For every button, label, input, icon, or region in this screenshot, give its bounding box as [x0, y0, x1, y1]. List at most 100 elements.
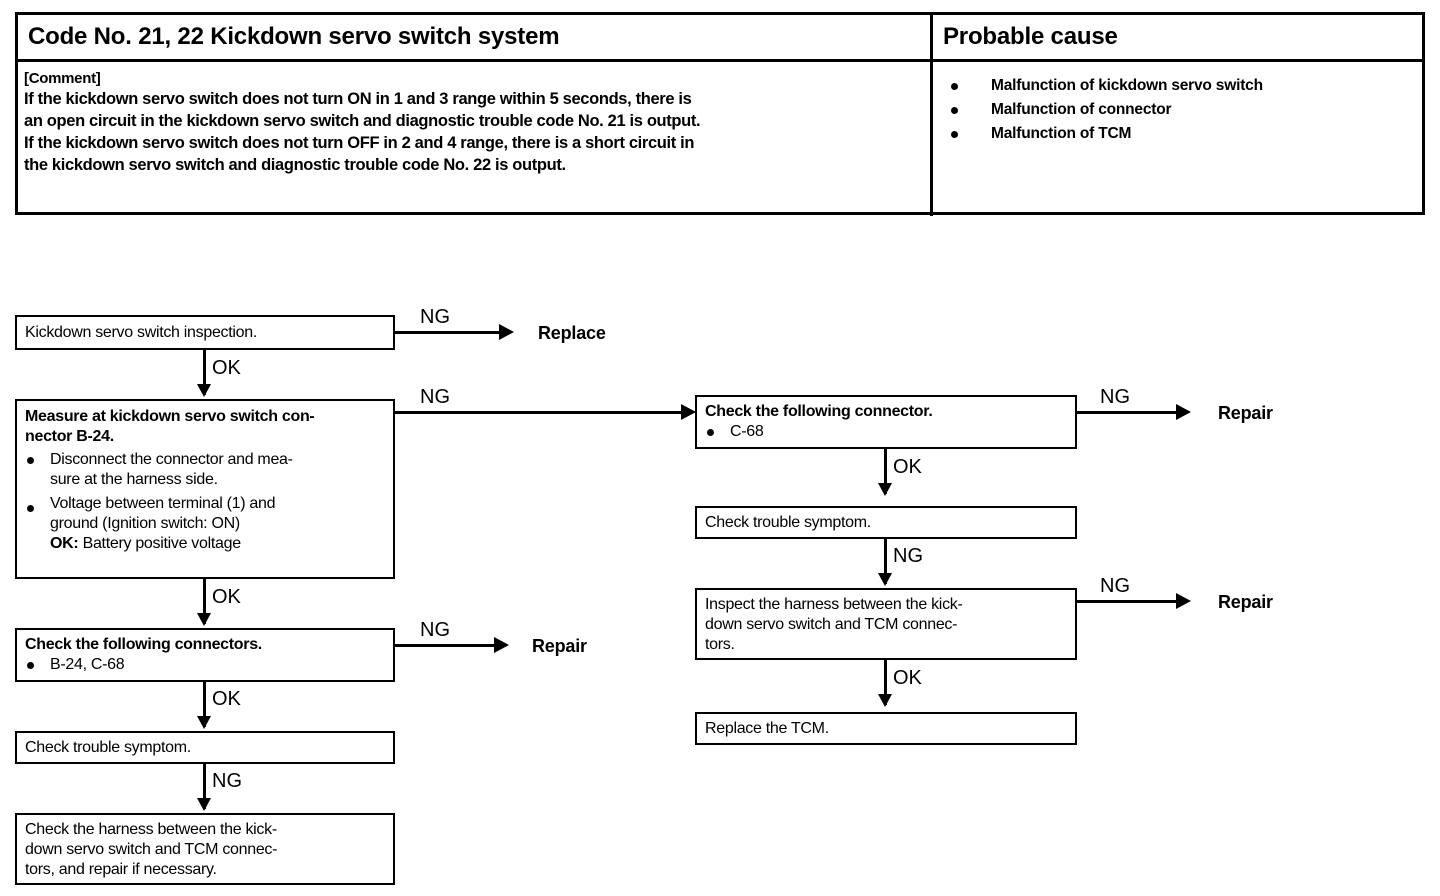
list-item: C-68	[697, 422, 1075, 442]
connector-b3-ok	[203, 682, 206, 727]
flow-box-trouble-symptom-left: Check trouble symptom.	[15, 731, 395, 764]
cause-text: Malfunction of connector	[991, 101, 1172, 118]
arrowhead-down-icon	[878, 483, 892, 496]
terminal-repair-r1: Repair	[1218, 403, 1273, 423]
terminal-replace: Replace	[538, 323, 606, 343]
comment-label: [Comment]	[24, 70, 101, 87]
flow-box-measure: Measure at kickdown servo switch con- ne…	[15, 399, 395, 579]
connector-r3-ng	[1077, 600, 1182, 603]
flow-box-inspection-label: Kickdown servo switch inspection.	[25, 324, 257, 341]
edge-label-ok-3: OK	[212, 688, 241, 710]
arrowhead-down-icon	[197, 613, 211, 626]
comment-line-1: If the kickdown servo switch does not tu…	[24, 90, 692, 108]
flow-box-inspect-harness: Inspect the harness between the kick- do…	[695, 588, 1077, 660]
flow-box-check-connectors-bullet: B-24, C-68	[50, 656, 125, 673]
edge-label-ng-1: NG	[420, 306, 450, 328]
edge-label-ok-r3: OK	[893, 667, 922, 689]
list-item: Voltage between terminal (1) and	[17, 494, 393, 514]
arrowhead-down-icon	[878, 694, 892, 707]
terminal-repair-r3: Repair	[1218, 592, 1273, 612]
flow-box-check-harness-left-line2: down servo switch and TCM connec-	[25, 841, 278, 858]
flow-box-measure-bullet2b: ground (Ignition switch: ON)	[50, 515, 240, 532]
edge-label-ng-2: NG	[420, 386, 450, 408]
edge-label-ok-2: OK	[212, 586, 241, 608]
bullet-icon	[951, 107, 958, 114]
flow-box-trouble-symptom-left-label: Check trouble symptom.	[25, 739, 191, 756]
flow-box-measure-bullet2a: Voltage between terminal (1) and	[50, 495, 276, 512]
connector-r2-ng	[884, 539, 887, 584]
comment-line-4: the kickdown servo switch and diagnostic…	[24, 156, 566, 174]
comment-cell: [Comment] If the kickdown servo switch d…	[18, 62, 933, 216]
arrowhead-down-icon	[197, 798, 211, 811]
cause-text: Malfunction of TCM	[991, 125, 1132, 142]
list-item: B-24, C-68	[17, 655, 393, 675]
flow-box-check-connector-right: Check the following connector. C-68	[695, 395, 1077, 449]
flow-box-check-harness-left: Check the harness between the kick- down…	[15, 813, 395, 885]
bullet-icon	[27, 457, 34, 464]
edge-label-ok-1: OK	[212, 357, 241, 379]
comment-text: If the kickdown servo switch does not tu…	[24, 88, 922, 176]
probable-cause-title: Probable cause	[943, 23, 1118, 50]
table-header-cell-code: Code No. 21, 22 Kickdown servo switch sy…	[18, 15, 933, 59]
flow-box-measure-line2: nector B-24.	[25, 428, 114, 445]
bullet-icon	[27, 662, 34, 669]
list-item: Disconnect the connector and mea-	[17, 450, 393, 470]
table-header-cell-cause: Probable cause	[933, 15, 1422, 59]
table-header-row: Code No. 21, 22 Kickdown servo switch sy…	[18, 15, 1422, 62]
flow-box-replace-tcm: Replace the TCM.	[695, 712, 1077, 745]
edge-label-ng-r1: NG	[1100, 386, 1130, 408]
terminal-repair-left: Repair	[532, 636, 587, 656]
list-item: Malfunction of connector	[933, 98, 1422, 122]
code-title: Code No. 21, 22 Kickdown servo switch sy…	[28, 23, 560, 50]
arrowhead-down-icon	[197, 716, 211, 729]
flow-box-check-connectors-title: Check the following connectors.	[25, 636, 262, 653]
arrowhead-down-icon	[197, 384, 211, 397]
list-item: Malfunction of TCM	[933, 122, 1422, 146]
connector-b3-ng	[395, 644, 500, 647]
bullet-icon	[27, 505, 34, 512]
flow-box-check-harness-left-line3: tors, and repair if necessary.	[25, 861, 217, 878]
table-body-row: [Comment] If the kickdown servo switch d…	[18, 62, 1422, 216]
comment-line-3: If the kickdown servo switch does not tu…	[24, 134, 695, 152]
cause-text: Malfunction of kickdown servo switch	[991, 77, 1263, 94]
comment-line-2: an open circuit in the kickdown servo sw…	[24, 112, 701, 130]
arrowhead-right-icon	[681, 404, 696, 420]
list-item: Malfunction of kickdown servo switch	[933, 74, 1422, 98]
bullet-icon	[951, 83, 958, 90]
edge-label-ng-3: NG	[420, 619, 450, 641]
flow-box-measure-line1: Measure at kickdown servo switch con-	[25, 408, 315, 425]
connector-b2-ok	[203, 579, 206, 624]
arrowhead-right-icon	[494, 637, 509, 653]
connector-r3-ok	[884, 660, 887, 705]
edge-label-ng-r3: NG	[1100, 575, 1130, 597]
edge-label-ok-r1: OK	[893, 456, 922, 478]
bullet-icon	[951, 131, 958, 138]
arrowhead-right-icon	[1176, 404, 1191, 420]
flow-box-trouble-symptom-right-label: Check trouble symptom.	[705, 514, 871, 531]
ok-prefix: OK:	[50, 535, 79, 552]
connector-b1-ng	[395, 331, 505, 334]
edge-label-ng-r2: NG	[893, 545, 923, 567]
connector-b1-ok	[203, 350, 206, 395]
flow-box-check-harness-left-line1: Check the harness between the kick-	[25, 821, 277, 838]
connector-r1-ng	[1077, 411, 1182, 414]
arrowhead-right-icon	[499, 324, 514, 340]
probable-cause-list: Malfunction of kickdown servo switch Mal…	[933, 74, 1422, 146]
ok-value: Battery positive voltage	[78, 535, 242, 552]
connector-b4-ng	[203, 764, 206, 809]
flow-box-trouble-symptom-right: Check trouble symptom.	[695, 506, 1077, 539]
flow-box-check-connector-right-title: Check the following connector.	[705, 403, 933, 420]
connector-b2-ng	[395, 411, 687, 414]
connector-r1-ok	[884, 449, 887, 494]
probable-cause-cell: Malfunction of kickdown servo switch Mal…	[933, 62, 1422, 216]
dtc-table: Code No. 21, 22 Kickdown servo switch sy…	[15, 12, 1425, 216]
edge-label-ng-4: NG	[212, 770, 242, 792]
flow-box-measure-bullet1b: sure at the harness side.	[50, 471, 218, 488]
arrowhead-right-icon	[1176, 593, 1191, 609]
flow-box-measure-bullet2c: OK: Battery positive voltage	[17, 534, 393, 554]
flow-box-inspect-harness-line1: Inspect the harness between the kick-	[705, 596, 963, 613]
bullet-icon	[707, 429, 714, 436]
flow-box-inspect-harness-line3: tors.	[705, 636, 735, 653]
flow-box-check-connector-right-bullet: C-68	[730, 423, 764, 440]
